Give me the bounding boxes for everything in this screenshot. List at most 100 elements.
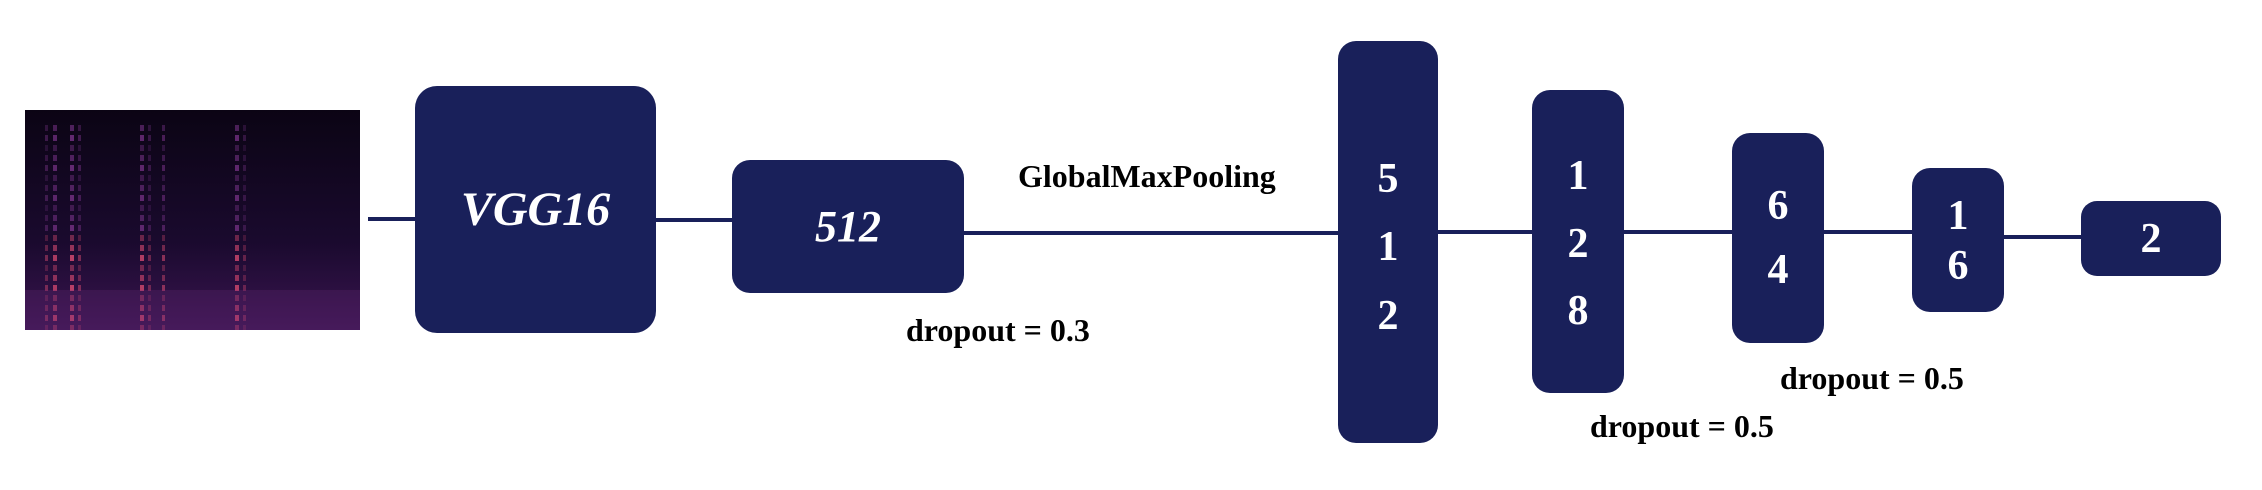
spectrogram-streak (140, 175, 144, 181)
spectrogram-streak (70, 195, 74, 201)
spectrogram-streak (162, 285, 165, 291)
connector-fc128-fc64 (1622, 230, 1737, 234)
spectrogram-streak (53, 325, 57, 330)
fc-512-block: 5 1 2 (1338, 41, 1438, 443)
spectrogram-streak (70, 185, 74, 191)
spectrogram-streak (140, 205, 144, 211)
spectrogram-streak (53, 125, 57, 131)
connector-fc64-fc16 (1822, 230, 1914, 234)
spectrogram-streak (70, 215, 74, 221)
spectrogram-streak (243, 235, 246, 241)
dropout-label-2: dropout = 0.5 (1590, 408, 1774, 444)
spectrogram-streak (162, 265, 165, 271)
spectrogram-streak (235, 325, 239, 330)
spectrogram-streak (78, 245, 81, 251)
spectrogram-streak (78, 155, 81, 161)
spectrogram-streak (162, 155, 165, 161)
spectrogram-streak (162, 195, 165, 201)
spectrogram-streak (235, 135, 239, 141)
fc-128-digit-1: 1 (1567, 153, 1589, 200)
spectrogram-streak (235, 285, 239, 291)
spectrogram-streak (243, 145, 246, 151)
spectrogram-streak (162, 255, 165, 261)
spectrogram-streak (140, 215, 144, 221)
spectrogram-streak (78, 175, 81, 181)
spectrogram-streak (235, 305, 239, 311)
spectrogram-streak (140, 315, 144, 321)
spectrogram-streak (162, 325, 165, 330)
fc-64-digit-2: 4 (1767, 247, 1789, 293)
spectrogram-streak (148, 155, 151, 161)
spectrogram-streak (70, 175, 74, 181)
spectrogram-streak (140, 165, 144, 171)
spectrogram-streak (78, 205, 81, 211)
spectrogram-streak (70, 125, 74, 131)
spectrogram-streak (162, 145, 165, 151)
spectrogram-streak (148, 125, 151, 131)
fc-16-block: 1 6 (1912, 168, 2004, 312)
spectrogram-streak (148, 265, 151, 271)
spectrogram-streak (148, 235, 151, 241)
spectrogram-streak (243, 195, 246, 201)
spectrogram-streak (162, 165, 165, 171)
spectrogram-streak (148, 215, 151, 221)
spectrogram-streak (78, 325, 81, 330)
spectrogram-streak (78, 225, 81, 231)
spectrogram-streak (53, 205, 57, 211)
spectrogram-streak (70, 135, 74, 141)
spectrogram-streak (78, 165, 81, 171)
spectrogram-streak (235, 155, 239, 161)
spectrogram-streak (45, 205, 48, 211)
spectrogram-streak (53, 135, 57, 141)
spectrogram-streak (148, 225, 151, 231)
spectrogram-streak (45, 305, 48, 311)
spectrogram-streak (243, 305, 246, 311)
spectrogram-background (25, 110, 360, 330)
spectrogram-streak (53, 265, 57, 271)
spectrogram-streak (235, 275, 239, 281)
spectrogram-streak (148, 325, 151, 330)
spectrogram-streak (70, 145, 74, 151)
spectrogram-streak (235, 315, 239, 321)
spectrogram-streak (45, 175, 48, 181)
spectrogram-streak (235, 265, 239, 271)
spectrogram-streak (148, 305, 151, 311)
spectrogram-streak (70, 245, 74, 251)
spectrogram-streak (243, 125, 246, 131)
spectrogram-streak (140, 295, 144, 301)
spectrogram-streak (45, 185, 48, 191)
spectrogram-streak (162, 185, 165, 191)
spectrogram-streak (140, 265, 144, 271)
spectrogram-streak (140, 155, 144, 161)
spectrogram-svg (25, 110, 360, 330)
fc-128-digit-3: 8 (1567, 287, 1589, 334)
connector-512-fc512 (962, 231, 1342, 235)
spectrogram-streak (243, 205, 246, 211)
spectrogram-streak (78, 135, 81, 141)
spectrogram-streak (148, 285, 151, 291)
spectrogram-streak (243, 285, 246, 291)
spectrogram-streak (148, 135, 151, 141)
spectrogram-streak (235, 225, 239, 231)
spectrogram-streak (243, 265, 246, 271)
spectrogram-streak (140, 305, 144, 311)
spectrogram-streak (53, 155, 57, 161)
spectrogram-streak (45, 255, 48, 261)
spectrogram-streak (148, 205, 151, 211)
spectrogram-streak (148, 145, 151, 151)
pooling-label: GlobalMaxPooling (1018, 158, 1276, 194)
spectrogram-streak (53, 255, 57, 261)
spectrogram-streak (53, 165, 57, 171)
spectrogram-streak (53, 315, 57, 321)
spectrogram-streak (162, 215, 165, 221)
spectrogram-streak (53, 295, 57, 301)
spectrogram-streak (53, 145, 57, 151)
fc-512-digit-3: 2 (1377, 292, 1399, 339)
spectrogram-streak (78, 295, 81, 301)
spectrogram-streak (162, 295, 165, 301)
spectrogram-streak (78, 265, 81, 271)
spectrogram-streak (243, 325, 246, 330)
spectrogram-streak (78, 195, 81, 201)
spectrogram-streak (140, 125, 144, 131)
spectrogram-streak (45, 195, 48, 201)
